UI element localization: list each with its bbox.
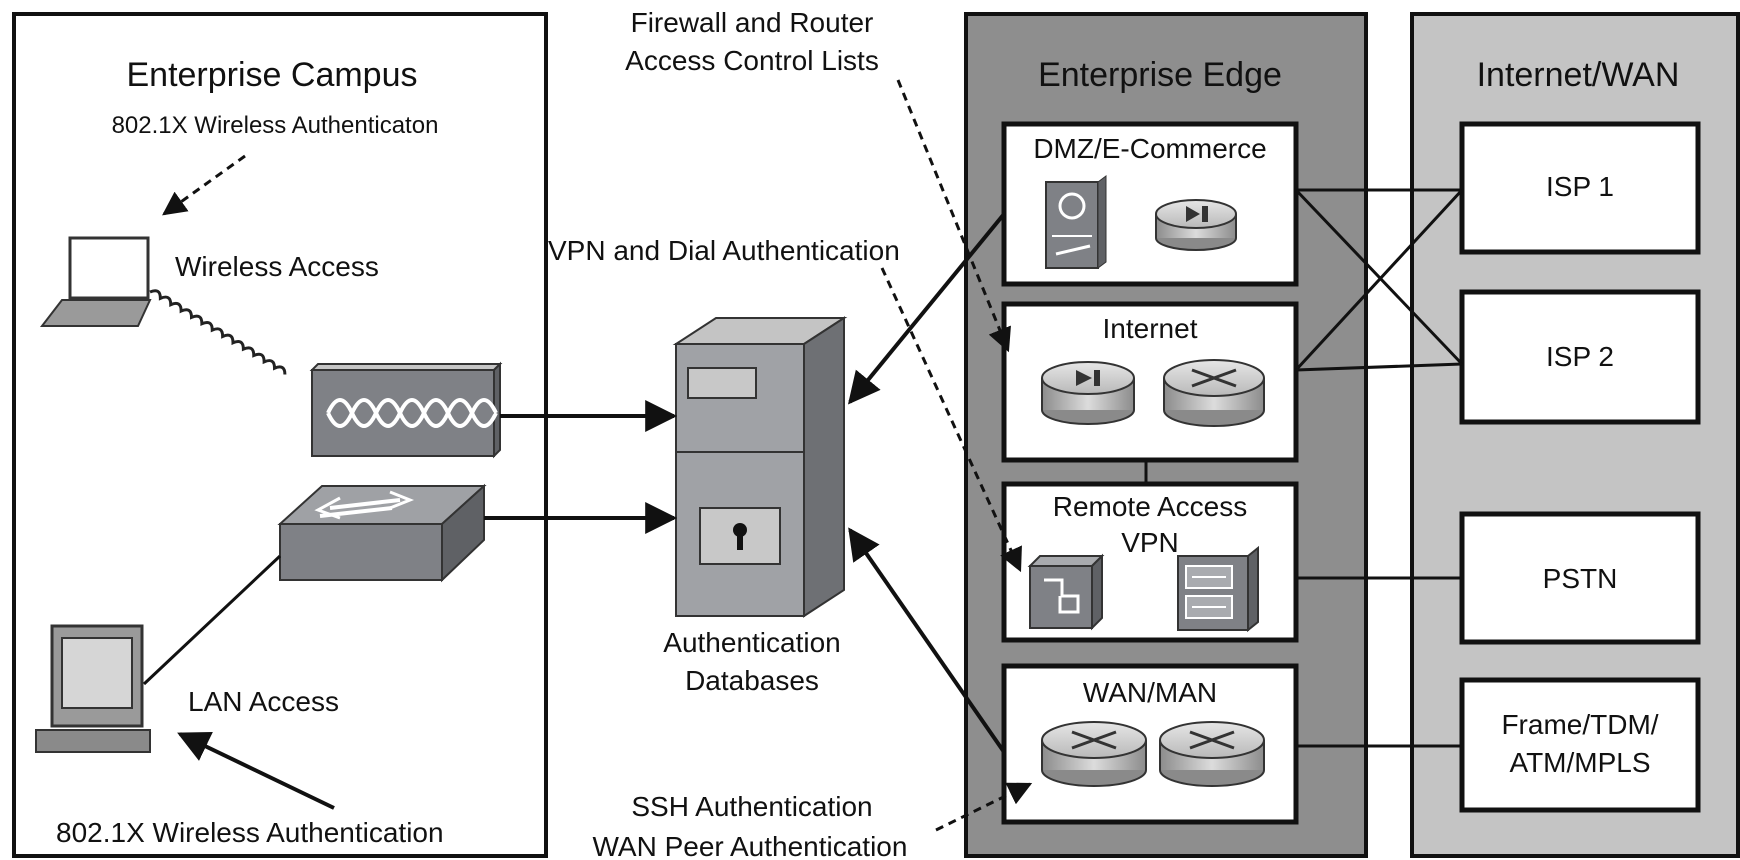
- frame-label-2: ATM/MPLS: [1509, 747, 1650, 778]
- vpn-dial-label: VPN and Dial Authentication: [548, 235, 900, 266]
- wireless-auth-top-arrow: [162, 154, 246, 216]
- wireless-auth-bottom-label: 802.1X Wireless Authentication: [56, 817, 444, 848]
- ssh-label-2: WAN Peer Authentication: [593, 831, 908, 860]
- internet-isp1-link: [1294, 188, 1464, 372]
- frame-box: [1459, 677, 1701, 813]
- internet-label: Internet: [1103, 313, 1198, 344]
- pc-to-switch-link: [142, 554, 282, 686]
- wan-router-2-icon: [1159, 721, 1265, 787]
- dmz-to-db-arrow: [847, 212, 1006, 405]
- frame-label-1: Frame/TDM/: [1501, 709, 1658, 740]
- remote-access-label-2: VPN: [1121, 527, 1179, 558]
- internet-router-icon: [1163, 359, 1265, 427]
- pstn-label: PSTN: [1543, 563, 1618, 594]
- isp1-box: [1459, 121, 1701, 255]
- wan-router-1-icon: [1041, 721, 1147, 787]
- auth-db-label-1: Authentication: [663, 627, 840, 658]
- auth-database-server-icon: [672, 316, 848, 618]
- pix-firewall-icon: [1155, 199, 1237, 251]
- campus-title: Enterprise Campus: [126, 56, 417, 94]
- edge-title: Enterprise Edge: [1038, 56, 1282, 94]
- ssh-auth-arrow: [935, 782, 1033, 832]
- dmz-label: DMZ/E-Commerce: [1033, 133, 1266, 164]
- ssh-label-1: SSH Authentication: [631, 791, 872, 822]
- wanman-label: WAN/MAN: [1083, 677, 1217, 708]
- internet-isp2-link: [1295, 362, 1463, 372]
- remote-access-label-1: Remote Access: [1053, 491, 1248, 522]
- access-server-icon: [1177, 545, 1259, 633]
- desktop-pc-icon: [35, 624, 151, 753]
- access-point-icon: [309, 361, 503, 459]
- wireless-link-icon: [149, 289, 287, 375]
- vpn-concentrator-icon: [1027, 553, 1105, 631]
- firewall-acl-arrow: [896, 79, 1011, 353]
- firewall-cylinder-icon: [1041, 361, 1135, 425]
- lan-access-label: LAN Access: [188, 686, 339, 717]
- firewall-label-1: Firewall and Router: [631, 7, 874, 38]
- isp2-label: ISP 2: [1546, 341, 1614, 372]
- wanman-to-db-arrow: [848, 527, 1006, 754]
- isp2-box: [1459, 289, 1701, 425]
- laptop-icon: [39, 236, 152, 327]
- multilayer-switch-icon: [1045, 175, 1107, 269]
- wireless-access-label: Wireless Access: [175, 251, 379, 282]
- wireless-auth-bottom-arrow: [177, 732, 335, 810]
- firewall-label-2: Access Control Lists: [625, 45, 879, 76]
- wan-title: Internet/WAN: [1477, 56, 1680, 94]
- wireless-auth-top-label: 802.1X Wireless Authenticaton: [112, 112, 439, 139]
- isp1-label: ISP 1: [1546, 171, 1614, 202]
- switch-icon: [277, 483, 487, 583]
- dmz-isp2-link: [1294, 188, 1464, 366]
- auth-db-label-2: Databases: [685, 665, 819, 696]
